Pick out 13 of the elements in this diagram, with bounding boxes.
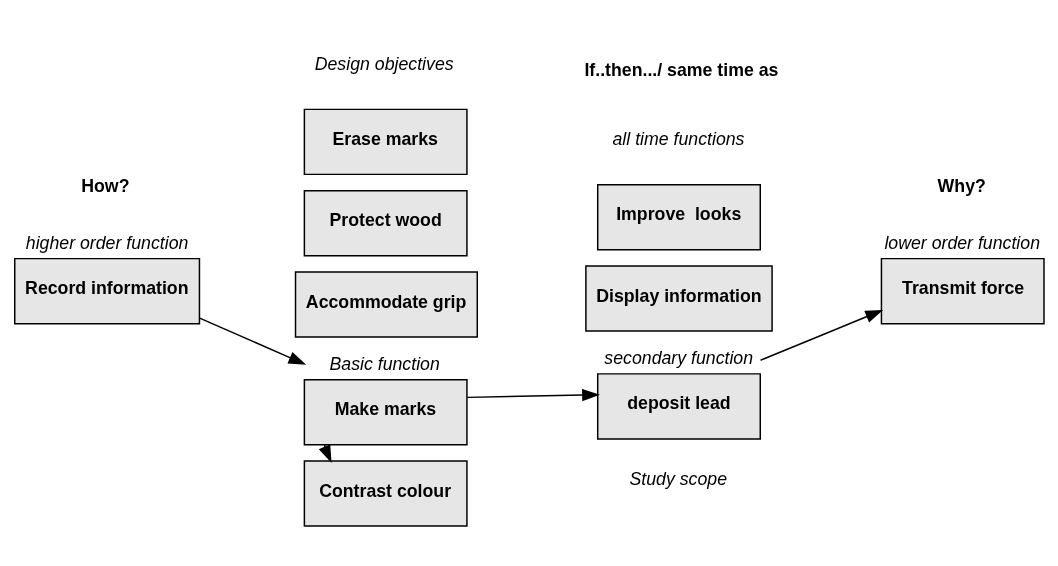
label: Study scope xyxy=(629,468,727,489)
arrow xyxy=(466,388,600,402)
label: How? xyxy=(81,176,130,197)
label: Why? xyxy=(937,176,986,197)
node-label: Basic function xyxy=(329,354,440,375)
arrow xyxy=(759,309,884,361)
node-label: higher order function xyxy=(25,233,189,254)
node-label: lower order function xyxy=(884,233,1041,254)
label: Design objectives xyxy=(314,53,454,74)
arrow xyxy=(198,317,307,365)
label: all time functions xyxy=(612,128,745,149)
label: If..then.../ same time as xyxy=(584,59,779,80)
node-label: secondary function xyxy=(604,348,754,369)
